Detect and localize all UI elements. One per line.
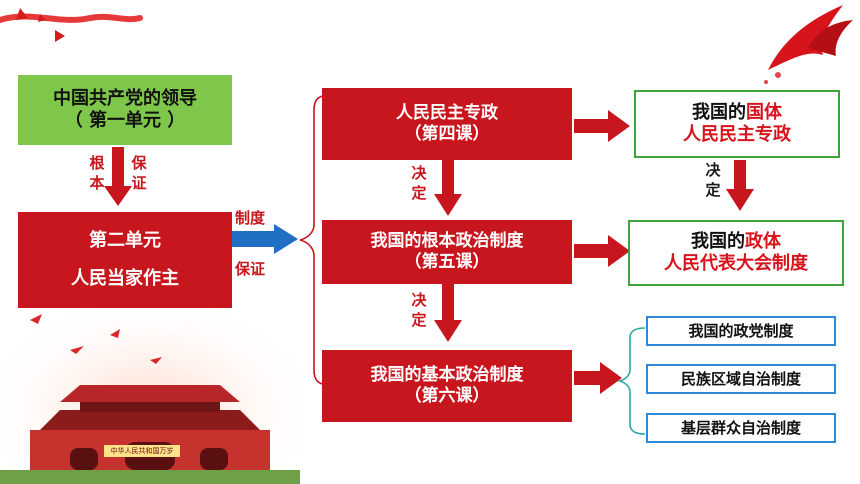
lesson6-title: 我国的基本政治制度 (370, 364, 524, 385)
arrow-right-1-shaft (574, 119, 610, 133)
zhengti-box: 我国的政体 人民代表大会制度 (628, 220, 844, 286)
guoti-prefix: 我国的 (692, 101, 746, 123)
arrow-right-3-head (600, 362, 622, 394)
unit1-box: 中国共产党的领导 （ 第一单元 ） (18, 75, 232, 145)
zhengti-line2: 人民代表大会制度 (664, 253, 808, 274)
left-bracket (299, 94, 331, 386)
system-item-label: 我国的政党制度 (688, 321, 794, 340)
blue-arrow-head (274, 224, 298, 254)
guoti-highlight: 国体 (746, 101, 782, 123)
gate-plaque: 中华人民共和国万岁 (104, 445, 180, 457)
arrow-right-2-shaft (574, 244, 610, 258)
system-item-party: 我国的政党制度 (646, 316, 836, 346)
arrow-down-4-shaft (734, 160, 746, 190)
arrow-right-1-head (608, 110, 630, 142)
system-item-label: 基层群众自治制度 (680, 418, 801, 437)
ribbon-decoration (0, 8, 143, 42)
label-decide-2: 决定 (411, 291, 427, 329)
guoti-title: 我国的国体 (692, 102, 782, 125)
unit2-title: 第二单元 (89, 229, 161, 251)
unit1-subtitle: （ 第一单元 ） (64, 110, 186, 131)
arrow-down-2-head (434, 194, 462, 216)
guoti-line2: 人民民主专政 (683, 124, 791, 145)
guoti-box: 我国的国体 人民民主专政 (634, 90, 840, 158)
lesson5-subtitle: （第五课） (404, 252, 490, 272)
zhengti-prefix: 我国的 (691, 230, 745, 252)
tiananmen-gate-illustration (0, 290, 300, 484)
arrow-label-bottom: 保证 (235, 260, 266, 278)
lesson4-title: 人民民主专政 (396, 102, 498, 123)
unit1-title: 中国共产党的领导 (53, 87, 197, 109)
right-bracket (617, 327, 646, 435)
zhengti-title: 我国的政体 (691, 231, 781, 254)
lesson5-title: 我国的根本政治制度 (370, 230, 524, 251)
unit2-subtitle: 人民当家作主 (71, 268, 179, 289)
arrow-down-1-head (104, 186, 132, 206)
label-decide-3: 决定 (705, 161, 721, 199)
lesson6-box: 我国的基本政治制度 （第六课） (322, 350, 572, 422)
label-genben: 根本 (89, 154, 105, 192)
unit2-box: 第二单元 人民当家作主 (18, 212, 232, 308)
lesson5-box: 我国的根本政治制度 （第五课） (322, 220, 572, 284)
system-item-label: 民族区域自治制度 (680, 369, 801, 388)
blue-arrow-shaft (232, 231, 276, 247)
system-item-grassroots: 基层群众自治制度 (646, 413, 836, 443)
lesson4-box: 人民民主专政 （第四课） (322, 88, 572, 160)
arrow-down-1-shaft (112, 147, 124, 187)
arrow-label-top: 制度 (235, 209, 266, 227)
arrow-down-4-head (726, 189, 754, 211)
lesson4-subtitle: （第四课） (404, 124, 490, 144)
lesson6-subtitle: （第六课） (404, 386, 490, 406)
zhengti-highlight: 政体 (745, 230, 781, 252)
arrow-right-2-head (608, 235, 630, 267)
arrow-down-3-shaft (442, 283, 454, 323)
arrow-right-3-shaft (574, 371, 602, 385)
system-item-ethnic: 民族区域自治制度 (646, 364, 836, 394)
arrow-down-3-head (434, 320, 462, 342)
label-decide-1: 决定 (411, 164, 427, 202)
dove-icon (764, 5, 853, 84)
arrow-down-2-shaft (442, 160, 454, 196)
label-baozheng: 保证 (131, 154, 147, 192)
